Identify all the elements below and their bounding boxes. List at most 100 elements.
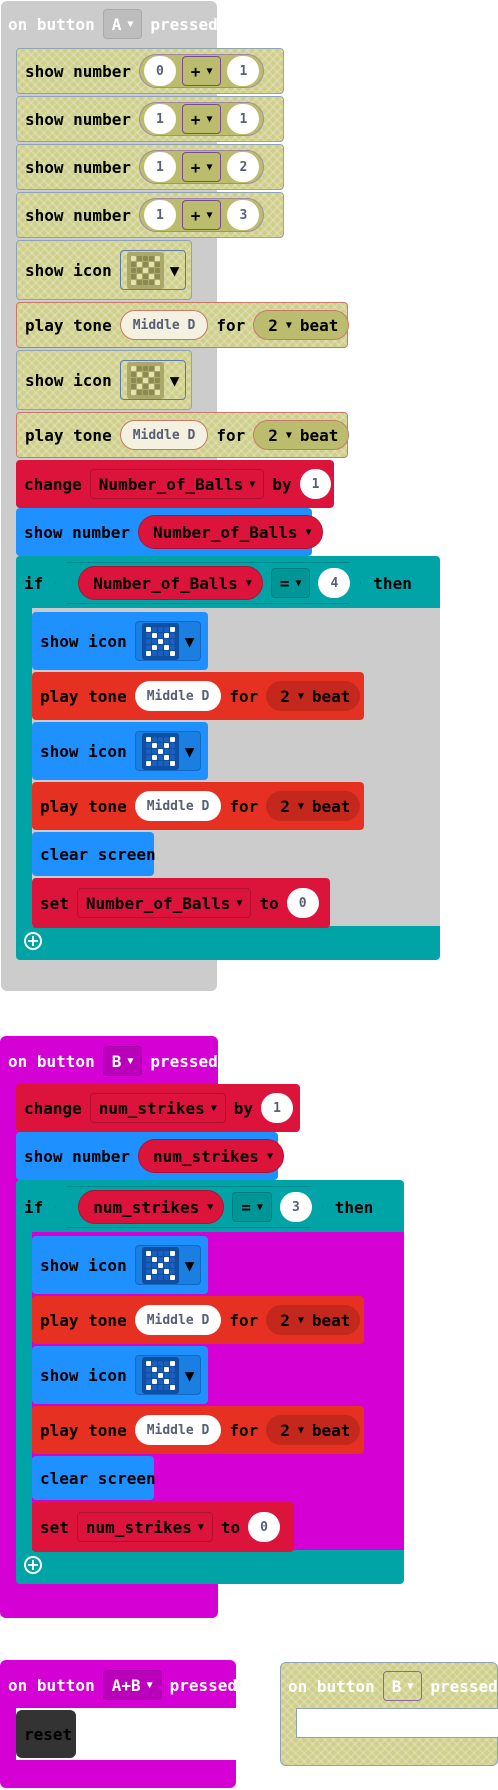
on-button-ab-header[interactable]: on button A+B▼ pressed xyxy=(0,1666,237,1704)
operand-b[interactable]: 3 xyxy=(227,200,260,230)
button-select-ab[interactable]: A+B▼ xyxy=(102,1670,162,1700)
caret-down-icon: ▼ xyxy=(249,478,256,490)
note-value[interactable]: Middle D xyxy=(134,681,222,711)
change-amount[interactable]: 1 xyxy=(299,469,332,499)
operator-select[interactable]: +▼ xyxy=(181,200,222,230)
show-icon-block[interactable]: show icon ▼ xyxy=(32,1346,208,1404)
operand-a[interactable]: 0 xyxy=(143,56,176,86)
show-number-block[interactable]: show number num_strikes▼ xyxy=(16,1132,284,1180)
operand-b[interactable]: 2 xyxy=(227,152,260,182)
operand-a[interactable]: 1 xyxy=(143,152,176,182)
button-select-b[interactable]: B▼ xyxy=(102,1046,143,1076)
led-grid-icon xyxy=(126,251,164,289)
change-variable-block[interactable]: change Number_of_Balls▼ by 1 xyxy=(16,460,334,508)
for-label: for xyxy=(216,425,246,445)
play-tone-block-disabled[interactable]: play tone Middle D for 2▼beat xyxy=(16,412,350,458)
variable-select[interactable]: Number_of_Balls▼ xyxy=(89,469,265,499)
set-value[interactable]: 0 xyxy=(286,888,319,918)
variable-select[interactable]: Number_of_Balls▼ xyxy=(76,888,252,918)
operand-b[interactable]: 1 xyxy=(227,104,260,134)
label-on-button: on button xyxy=(288,1676,375,1696)
operator-select[interactable]: +▼ xyxy=(181,152,222,182)
icon-select[interactable]: ▼ xyxy=(134,731,202,771)
event-body-gap xyxy=(296,1708,498,1738)
button-select-b[interactable]: B▼ xyxy=(382,1671,423,1701)
reset-block[interactable]: reset xyxy=(16,1710,76,1758)
plus-circle-icon[interactable]: + xyxy=(24,1556,42,1574)
change-amount[interactable]: 1 xyxy=(261,1093,293,1123)
show-number-block-disabled[interactable]: show number 1 +▼ 1 xyxy=(16,96,284,142)
variable-select[interactable]: num_strikes▼ xyxy=(76,1512,213,1542)
led-grid-icon xyxy=(141,622,179,660)
operator-select[interactable]: =▼ xyxy=(271,568,311,598)
note-value[interactable]: Middle D xyxy=(134,1305,222,1335)
play-tone-block[interactable]: play tone Middle D for 2▼beat xyxy=(32,1296,364,1344)
icon-select[interactable]: ▼ xyxy=(134,1245,202,1285)
clear-screen-block[interactable]: clear screen xyxy=(32,832,156,876)
play-tone-block[interactable]: play tone Middle D for 2▼beat xyxy=(32,1406,364,1454)
icon-select[interactable]: ▼ xyxy=(119,250,187,290)
variable-select[interactable]: num_strikes▼ xyxy=(89,1093,226,1123)
variable-reporter[interactable]: num_strikes▼ xyxy=(137,1139,284,1173)
show-number-block-disabled[interactable]: show number 0 +▼ 1 xyxy=(16,48,284,94)
show-icon-block-disabled[interactable]: show icon ▼ xyxy=(16,240,192,300)
show-number-label: show number xyxy=(25,157,131,177)
show-number-block-disabled[interactable]: show number 1 +▼ 3 xyxy=(16,192,284,238)
add-expression[interactable]: 1 +▼ 3 xyxy=(138,198,265,232)
show-icon-block[interactable]: show icon ▼ xyxy=(32,722,208,780)
beat-select[interactable]: 2▼beat xyxy=(266,681,361,711)
operand-b[interactable]: 1 xyxy=(227,56,260,86)
beat-select[interactable]: 2▼beat xyxy=(253,310,350,340)
on-button-a-header[interactable]: on button A ▼ pressed xyxy=(0,6,218,42)
button-select-a[interactable]: A ▼ xyxy=(102,9,143,39)
then-label: then xyxy=(334,1197,374,1217)
variable-reporter[interactable]: Number_of_Balls▼ xyxy=(137,515,323,549)
clear-screen-block[interactable]: clear screen xyxy=(32,1456,156,1500)
note-value[interactable]: Middle D xyxy=(134,791,222,821)
comparison-expression[interactable]: Number_of_Balls▼ =▼ 4 xyxy=(55,562,361,604)
operator-select[interactable]: +▼ xyxy=(181,56,222,86)
add-expression[interactable]: 1 +▼ 2 xyxy=(138,150,265,184)
comparison-expression[interactable]: num_strikes▼ =▼ 3 xyxy=(55,1186,323,1228)
icon-select[interactable]: ▼ xyxy=(119,360,187,400)
beat-select[interactable]: 2▼beat xyxy=(253,420,350,450)
show-icon-block-disabled[interactable]: show icon ▼ xyxy=(16,350,192,410)
show-number-block-disabled[interactable]: show number 1 +▼ 2 xyxy=(16,144,284,190)
operand-a[interactable]: 1 xyxy=(143,200,176,230)
variable-reporter[interactable]: num_strikes▼ xyxy=(78,1190,224,1224)
note-value[interactable]: Middle D xyxy=(119,420,209,450)
play-tone-block-disabled[interactable]: play tone Middle D for 2▼beat xyxy=(16,302,350,348)
change-variable-block[interactable]: change num_strikes▼ by 1 xyxy=(16,1084,300,1132)
variable-reporter[interactable]: Number_of_Balls▼ xyxy=(78,566,263,600)
play-tone-block[interactable]: play tone Middle D for 2▼beat xyxy=(32,782,364,830)
beat-select[interactable]: 2▼beat xyxy=(266,1415,361,1445)
set-variable-block[interactable]: set Number_of_Balls▼ to 0 xyxy=(32,878,330,928)
beat-select[interactable]: 2▼beat xyxy=(266,791,361,821)
caret-down-icon: ▼ xyxy=(127,18,134,30)
note-value[interactable]: Middle D xyxy=(119,310,209,340)
operator-select[interactable]: +▼ xyxy=(181,104,222,134)
plus-circle-icon[interactable]: + xyxy=(24,932,42,950)
play-tone-label: play tone xyxy=(40,1310,127,1330)
compare-value[interactable]: 3 xyxy=(280,1192,312,1222)
operator-select[interactable]: =▼ xyxy=(232,1192,272,1222)
icon-select[interactable]: ▼ xyxy=(134,1355,202,1395)
show-icon-block[interactable]: show icon ▼ xyxy=(32,1236,208,1294)
operand-a[interactable]: 1 xyxy=(143,104,176,134)
icon-select[interactable]: ▼ xyxy=(134,621,202,661)
set-variable-block[interactable]: set num_strikes▼ to 0 xyxy=(32,1502,294,1552)
add-expression[interactable]: 0 +▼ 1 xyxy=(138,54,265,88)
set-value[interactable]: 0 xyxy=(248,1512,280,1542)
caret-down-icon: ▼ xyxy=(184,1365,195,1385)
add-expression[interactable]: 1 +▼ 1 xyxy=(138,102,265,136)
if-label: if xyxy=(24,573,44,593)
caret-down-icon: ▼ xyxy=(206,209,213,221)
play-tone-block[interactable]: play tone Middle D for 2▼beat xyxy=(32,672,364,720)
on-button-b-header[interactable]: on button B▼ pressed xyxy=(0,1042,218,1080)
show-icon-block[interactable]: show icon ▼ xyxy=(32,612,208,670)
beat-select[interactable]: 2▼beat xyxy=(266,1305,361,1335)
show-number-block[interactable]: show number Number_of_Balls▼ xyxy=(16,508,323,556)
compare-value[interactable]: 4 xyxy=(318,568,350,598)
on-button-b-header-disabled[interactable]: on button B▼ pressed xyxy=(280,1668,498,1704)
note-value[interactable]: Middle D xyxy=(134,1415,222,1445)
